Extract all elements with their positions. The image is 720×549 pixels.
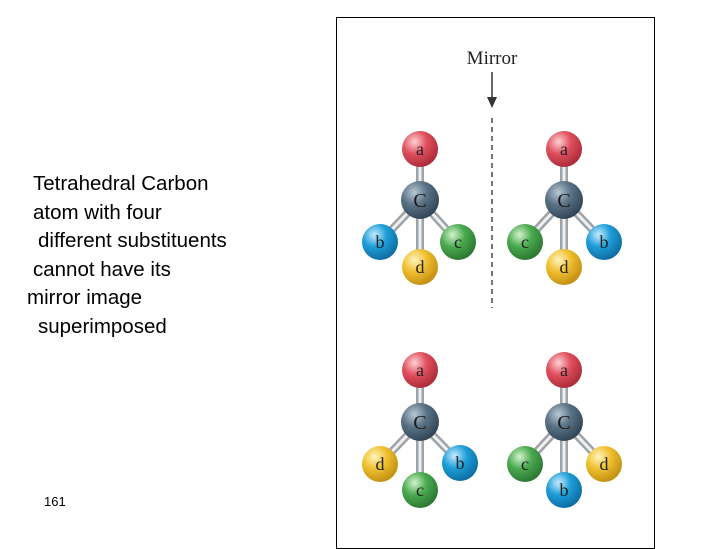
label-a: a [416,139,424,159]
label-b: b [560,480,569,500]
page-number: 161 [44,494,66,509]
label-d: d [376,454,385,474]
label-c: c [521,454,529,474]
atom-d [586,446,622,482]
atom-carbon [401,403,439,441]
atom-d [402,249,438,285]
atom-c [440,224,476,260]
atom-c [402,472,438,508]
atom-a [546,131,582,167]
atom-c [507,224,543,260]
label-carbon: C [413,412,426,434]
atom-carbon [545,403,583,441]
label-c: c [416,480,424,500]
label-carbon: C [557,190,570,212]
label-b: b [600,232,609,252]
atom-a [402,352,438,388]
atom-a [402,131,438,167]
caption-line-5: mirror image [27,286,143,310]
atom-d [362,446,398,482]
atom-carbon [545,181,583,219]
label-a: a [560,360,568,380]
caption-line-4: cannot have its [33,257,171,281]
caption-text: Tetrahedral Carbon atom with four differ… [24,170,324,342]
atom-a [546,352,582,388]
atom-carbon [401,181,439,219]
atom-b [442,445,478,481]
mirror-label: Mirror [467,48,518,69]
atom-b [546,472,582,508]
mirror-arrow-icon [487,97,497,108]
caption-line-1: Tetrahedral Carbon [33,172,209,195]
atom-c [507,446,543,482]
label-d: d [600,454,609,474]
label-b: b [456,453,465,473]
label-carbon: C [413,190,426,212]
label-a: a [416,360,424,380]
caption-line-3: different substituents [38,229,227,253]
label-c: c [454,232,462,252]
molecule-top-left: a b c C d [362,131,476,285]
atom-d [546,249,582,285]
molecule-bottom-left: a d b C c [362,352,478,508]
label-carbon: C [557,412,570,434]
molecule-bottom-right: a c d C b [507,352,622,508]
molecule-top-right: a c b C d [507,131,622,285]
label-d: d [560,257,569,277]
caption-line-2: atom with four [33,200,162,224]
label-b: b [376,232,385,252]
atom-b [586,224,622,260]
label-a: a [560,139,568,159]
atom-b [362,224,398,260]
label-c: c [521,232,529,252]
caption-line-6: superimposed [38,314,167,338]
label-d: d [416,257,425,277]
